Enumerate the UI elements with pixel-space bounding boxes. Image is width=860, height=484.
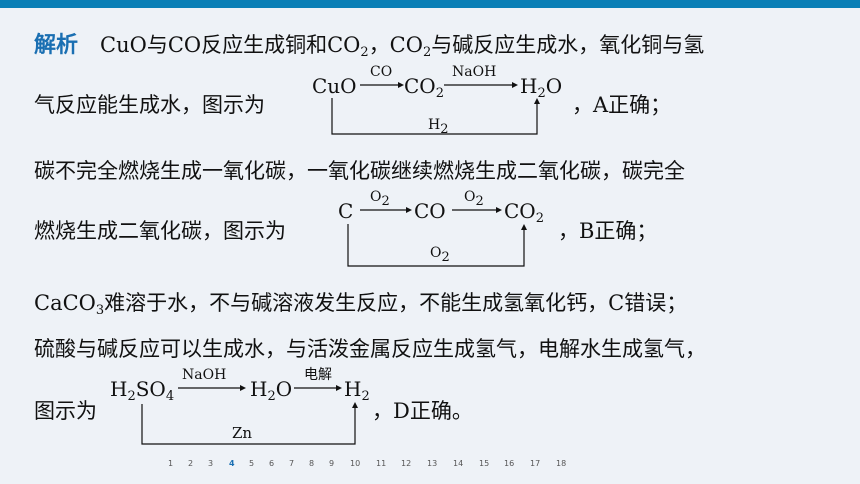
answer-a-line2: 气反应能生成水，图示为	[34, 93, 265, 117]
answer-b-line1: 碳不完全燃烧生成一氧化碳，一氧化碳继续燃烧生成二氧化碳，碳完全	[34, 159, 685, 183]
scheme-b-reagent-o2-1: O2	[370, 189, 390, 209]
page-link-8[interactable]: 8	[309, 459, 315, 468]
scheme-d-reagent-naoh: NaOH	[182, 367, 227, 383]
page-link-7[interactable]: 7	[289, 459, 295, 468]
top-accent-bar	[0, 0, 860, 8]
page-link-18[interactable]: 18	[556, 459, 567, 468]
scheme-a: CuO CO CO2 NaOH H2O H2	[312, 62, 572, 140]
scheme-b-bottom-o2: O2	[430, 245, 450, 265]
scheme-d-h2o: H2O	[250, 377, 293, 404]
page-link-16[interactable]: 16	[504, 459, 515, 468]
scheme-a-h2o: H2O	[520, 74, 563, 101]
answer-d-conclusion: ，D正确。	[372, 399, 473, 423]
scheme-d-h2: H2	[344, 377, 370, 404]
page-link-9[interactable]: 9	[329, 459, 335, 468]
scheme-a-reagent-naoh: NaOH	[452, 64, 497, 80]
scheme-a-arrows	[331, 82, 540, 135]
scheme-b-c: C	[338, 199, 354, 223]
analysis-label: 解析	[34, 33, 79, 58]
answer-b-conclusion: ，B正确；	[558, 219, 658, 243]
page-link-1[interactable]: 1	[168, 459, 174, 468]
answer-a-conclusion: ，A正确；	[572, 93, 672, 117]
scheme-b-reagent-o2-2: O2	[464, 189, 484, 209]
scheme-b-arrows	[347, 207, 527, 267]
page-link-3[interactable]: 3	[208, 459, 214, 468]
answer-b-line2: 燃烧生成二氧化碳，图示为	[34, 219, 286, 243]
page-link-13[interactable]: 13	[427, 459, 438, 468]
scheme-d-bottom-zn: Zn	[232, 424, 253, 442]
answer-c-line: CaCO3难溶于水，不与碱溶液发生反应，不能生成氢氧化钙，C错误；	[34, 291, 688, 318]
page-link-12[interactable]: 12	[401, 459, 412, 468]
page-link-2[interactable]: 2	[188, 459, 194, 468]
scheme-d-reagent-electrolysis: 电解	[304, 367, 332, 383]
page-link-17[interactable]: 17	[530, 459, 541, 468]
scheme-b: C O2 CO O2 CO2 O2	[338, 186, 558, 270]
scheme-d: H2SO4 NaOH H2O 电解 H2 Zn	[110, 364, 380, 450]
page-link-14[interactable]: 14	[453, 459, 464, 468]
answer-d-line2: 图示为	[34, 399, 97, 423]
scheme-a-co2: CO2	[404, 74, 444, 101]
page-link-6[interactable]: 6	[269, 459, 275, 468]
page-link-15[interactable]: 15	[479, 459, 490, 468]
scheme-a-bottom-h2: H2	[428, 117, 449, 137]
scheme-d-arrows	[141, 385, 358, 445]
scheme-a-reagent-co: CO	[370, 64, 393, 80]
page-link-5[interactable]: 5	[249, 459, 255, 468]
scheme-a-cuo: CuO	[312, 74, 357, 98]
scheme-d-h2so4: H2SO4	[110, 377, 175, 404]
page-link-4[interactable]: 4	[229, 459, 235, 468]
scheme-b-co: CO	[414, 199, 446, 223]
page-link-10[interactable]: 10	[350, 459, 361, 468]
page-link-11[interactable]: 11	[376, 459, 387, 468]
answer-d-line1: 硫酸与碱反应可以生成水，与活泼金属反应生成氢气，电解水生成氢气，	[34, 337, 706, 361]
scheme-b-co2: CO2	[504, 199, 544, 226]
